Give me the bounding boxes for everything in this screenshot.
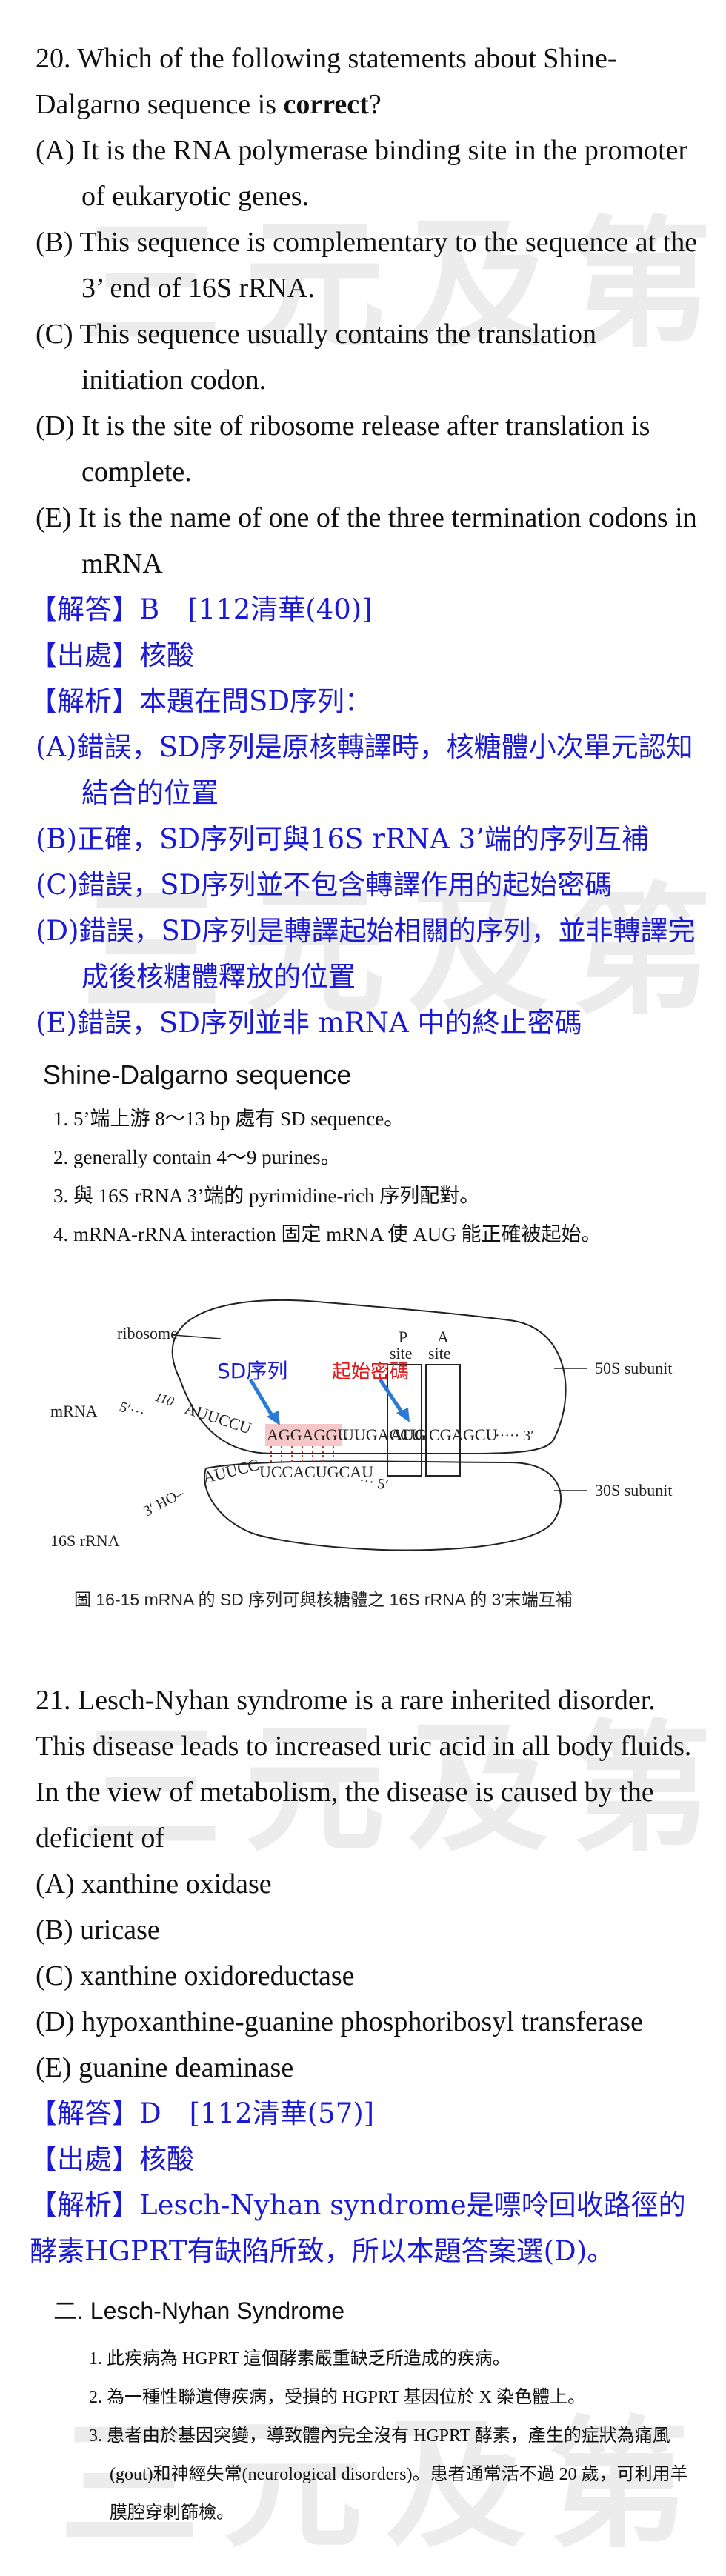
explain-line: 【解析】Lesch-Nyhan syndrome是嘌呤回收路徑的酵素HGPRT有… [30, 2183, 702, 2274]
source-value: 核酸 [139, 639, 194, 671]
explanation-c: (C)錯誤，SD序列並不包含轉譯作用的起始密碼 [36, 869, 613, 901]
source-label: 【出處】 [30, 639, 139, 671]
mrna-seq-mid: UUGACCU [342, 1425, 423, 1444]
sd-point: 4. mRNA-rRNA interaction 固定 mRNA 使 AUG 能… [53, 1223, 602, 1245]
answer-line: 【解答】D [112清華(57)] [30, 2091, 702, 2137]
cga-codon: CGA [429, 1425, 464, 1444]
explain-label: 【解析】 [30, 685, 139, 717]
explain-value: 本題在問SD序列： [139, 685, 373, 717]
explain-value: Lesch-Nyhan syndrome是嘌呤回收路徑的酵素HGPRT有缺陷所致… [30, 2189, 686, 2267]
rrna-5prime: ··· 5′ [358, 1472, 390, 1494]
watermark: 三元及第 [81, 870, 726, 1034]
explanation-a: (A)錯誤，SD序列是原核轉譯時，核糖體小次單元認知結合的位置 [36, 731, 693, 809]
sd-arrow [248, 1378, 275, 1418]
p-site-label: P [399, 1328, 407, 1346]
mrna-position: 110 [153, 1389, 176, 1409]
mrna-5prime: 5′··· [117, 1399, 146, 1422]
ribosome-pointer [173, 1334, 222, 1339]
option-a: (A) It is the RNA polymerase binding sit… [36, 135, 688, 212]
sd-sequence-label: SD序列 [217, 1359, 287, 1383]
start-codon-label: 起始密碼 [332, 1361, 409, 1383]
mrna-seq-upstream: AUUCCU [182, 1399, 253, 1438]
stem-text-end: ? [368, 89, 382, 120]
ribosome-label: ribosome [117, 1324, 178, 1342]
answer-block-20: 【解答】B [112清華(40)] 【出處】核酸 【解析】本題在問SD序列： (A… [30, 587, 702, 1046]
answer-ref: [112清華(57)] [189, 2097, 375, 2129]
answer-line: 【解答】B [112清華(40)] [30, 587, 702, 633]
lesch-point: 1. 此疾病為 HGPRT 這個酵素嚴重缺乏所造成的疾病。 [89, 2349, 510, 2369]
option-a: (A) xanthine oxidase [36, 1868, 272, 1900]
source-value: 核酸 [139, 2143, 194, 2175]
sd-point: 3. 與 16S rRNA 3’端的 pyrimidine-rich 序列配對。 [53, 1185, 480, 1207]
rrna-sequence-start: AUUCC [201, 1455, 261, 1487]
a-site-box [425, 1364, 461, 1477]
explanation-b: (B)正確，SD序列可與16S rRNA 3’端的序列互補 [36, 823, 649, 855]
a-site-label: A [437, 1328, 449, 1346]
sd-box-title: Shine-Dalgarno sequence [43, 1059, 352, 1090]
rrna-sequence: UCCACUGCAU [259, 1462, 373, 1481]
explanation-e: (E)錯誤，SD序列並非 mRNA 中的終止密碼 [36, 1007, 582, 1039]
source-label: 【出處】 [30, 2143, 139, 2175]
lesch-point: 2. 為一種性聯遺傳疾病，受損的 HGPRT 基因位於 X 染色體上。 [89, 2388, 586, 2407]
answer-label: 【解答】 [30, 2097, 139, 2129]
ribosome-50s-outline [171, 1299, 567, 1454]
rrna-label: 16S rRNA [50, 1531, 120, 1550]
question-20: 20. Which of the following statements ab… [36, 36, 702, 587]
sd-figure: ribosome mRNA 16S rRNA SD序列 起始密碼 P site … [36, 1268, 702, 1580]
rrna-3prime: 3′ HO– [141, 1485, 187, 1520]
option-c: (C) xanthine oxidoreductase [36, 1960, 355, 1991]
answer-block-21: 【解答】D [112清華(57)] 【出處】核酸 【解析】Lesch-Nyhan … [30, 2091, 702, 2274]
s30-label: 30S subunit [595, 1481, 673, 1500]
start-arrow-head [396, 1408, 410, 1422]
sd-seq: AGGAGGU [267, 1425, 349, 1444]
document-body: 20. Which of the following statements ab… [30, 36, 702, 2532]
explanation-d: (D)錯誤，SD序列是轉譯起始相關的序列，並非轉譯完成後核糖體釋放的位置 [36, 915, 696, 993]
explain-label: 【解析】 [30, 2189, 139, 2221]
explain-line: 【解析】本題在問SD序列： [30, 679, 702, 725]
lesch-box-title: 二. Lesch-Nyhan Syndrome [53, 2297, 345, 2324]
mrna-label: mRNA [50, 1402, 98, 1420]
watermark: 三元及第 [81, 203, 726, 367]
ribosome-diagram: ribosome mRNA 16S rRNA SD序列 起始密碼 P site … [50, 1299, 673, 1551]
ribosome-30s-outline [204, 1460, 562, 1551]
watermark: 三元及第 [81, 1707, 726, 1871]
gcu-codon: GCU [463, 1425, 498, 1444]
sd-arrow-head [267, 1411, 280, 1425]
figure-caption: 圖 16-15 mRNA 的 SD 序列可與核糖體之 16S rRNA 的 3′… [74, 1590, 573, 1609]
answer-value: D [139, 2097, 161, 2129]
option-b: (B) uricase [36, 1914, 160, 1946]
lesch-point: 3. 患者由於基因突變，導致體內完全沒有 HGPRT 酵素，產生的症狀為痛風(g… [89, 2426, 688, 2523]
source-line: 【出處】核酸 [30, 2137, 702, 2183]
option-b: (B) This sequence is complementary to th… [36, 227, 698, 304]
answer-value: B [139, 593, 160, 625]
answer-ref: [112清華(40)] [187, 593, 373, 625]
a-site-label2: site [428, 1344, 451, 1362]
p-site-box [387, 1364, 422, 1477]
lesch-box-list: 1. 此疾病為 HGPRT 這個酵素嚴重缺乏所造成的疾病。 2. 為一種性聯遺傳… [36, 2340, 702, 2532]
watermark: 三元及第 [59, 2403, 712, 2567]
mrna-3prime: ····· 3′ [495, 1428, 534, 1444]
sd-point: 2. generally contain 4～9 purines。 [53, 1146, 341, 1168]
aug-codon: AUG [390, 1425, 427, 1444]
option-c: (C) This sequence usually contains the t… [36, 319, 597, 396]
answer-label: 【解答】 [30, 593, 139, 625]
option-e: (E) guanine deaminase [36, 2052, 294, 2083]
question-21-stem: 21. Lesch-Nyhan syndrome is a rare inher… [36, 1685, 692, 1854]
source-line: 【出處】核酸 [30, 633, 702, 679]
s50-label: 50S subunit [595, 1359, 673, 1377]
p-site-label2: site [390, 1344, 413, 1362]
option-d: (D) It is the site of ribosome release a… [36, 410, 650, 487]
option-e: (E) It is the name of one of the three t… [36, 502, 697, 579]
sd-point: 1. 5’端上游 8～13 bp 處有 SD sequence。 [53, 1108, 404, 1130]
sd-box-list: 1. 5’端上游 8～13 bp 處有 SD sequence。 2. gene… [36, 1099, 702, 1254]
stem-text: 20. Which of the following statements ab… [36, 43, 617, 120]
stem-bold: correct [283, 89, 369, 120]
question-21: 21. Lesch-Nyhan syndrome is a rare inher… [36, 1677, 702, 2091]
option-d: (D) hypoxanthine-guanine phosphoribosyl … [36, 2006, 643, 2037]
start-arrow [378, 1378, 404, 1414]
question-20-stem: 20. Which of the following statements ab… [36, 36, 702, 127]
base-pair-marks [270, 1446, 334, 1462]
sd-highlight [265, 1424, 342, 1446]
